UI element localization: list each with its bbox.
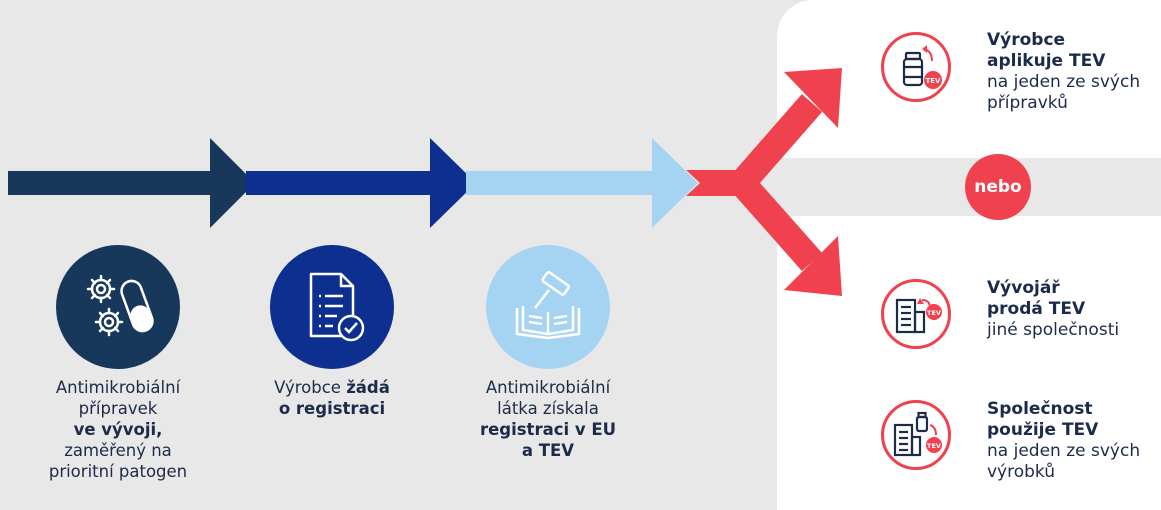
label-part: přípravek xyxy=(78,399,158,418)
outcome-sell-text: Vývojář prodá TEV jiné společnosti xyxy=(987,278,1161,341)
label-part-bold: a TEV xyxy=(521,441,575,460)
outcome-title-line: Společnost xyxy=(987,399,1093,419)
label-part-bold: žádá xyxy=(346,378,390,397)
label-line: přípravek xyxy=(18,398,218,419)
outcome-desc-line: jiné společnosti xyxy=(987,320,1120,340)
label-line: zaměřený na xyxy=(18,440,218,461)
outcome-title-line: Vývojář xyxy=(987,278,1060,298)
tev-badge: TEV xyxy=(927,309,941,317)
outcome-desc-line: na jeden ze svých xyxy=(987,441,1141,461)
building-tev-icon: TEV xyxy=(895,298,942,334)
label-line: a TEV xyxy=(448,440,648,461)
outcome-title-line: aplikuje TEV xyxy=(987,51,1106,71)
step-registration-label: Antimikrobiální látka získala registraci… xyxy=(448,377,648,461)
outcome-sell-icon: TEV xyxy=(881,279,951,349)
label-part-bold: ve vývoji, xyxy=(73,420,163,439)
step-development-icon xyxy=(56,245,180,369)
label-line: registraci v EU xyxy=(448,419,648,440)
label-line: prioritní patogen xyxy=(18,461,218,482)
bottle-tev-icon: TEV xyxy=(902,45,942,89)
label-part: Výrobce xyxy=(274,378,347,397)
outcome-desc-line: na jeden ze svých xyxy=(987,72,1141,92)
outcome-use-text: Společnost použije TEV na jeden ze svých… xyxy=(987,399,1161,483)
label-line: Antimikrobiální xyxy=(18,377,218,398)
gears-capsule-icon xyxy=(86,274,154,337)
label-line: o registraci xyxy=(232,398,432,419)
or-badge: nebo xyxy=(965,154,1031,220)
label-part: Antimikrobiální xyxy=(485,378,611,397)
arrow-registration xyxy=(466,138,698,228)
tev-badge: TEV xyxy=(927,442,941,450)
label-part: prioritní patogen xyxy=(48,462,188,481)
outcome-title-line: použije TEV xyxy=(987,420,1099,440)
label-part-bold: registraci v EU xyxy=(479,420,617,439)
outcome-desc-line: výrobků xyxy=(987,462,1056,482)
gavel-book-icon xyxy=(515,270,581,340)
label-line: látka získala xyxy=(448,398,648,419)
process-flow-arrows xyxy=(8,138,698,228)
label-part-bold: o registraci xyxy=(278,399,386,418)
building-bottle-tev-icon: TEV xyxy=(893,411,942,457)
outcome-desc-line: přípravků xyxy=(987,93,1068,113)
label-part: látka získala xyxy=(497,399,599,418)
arrow-development xyxy=(8,138,255,228)
document-check-icon xyxy=(309,272,365,342)
outcome-apply-icon: TEV xyxy=(881,32,951,102)
label-line: Výrobce žádá xyxy=(232,377,432,398)
split-arrow xyxy=(686,68,842,296)
tev-badge: TEV xyxy=(926,77,942,85)
step-application-icon xyxy=(270,245,394,369)
label-line: ve vývoji, xyxy=(18,419,218,440)
outcome-use-icon: TEV xyxy=(881,400,951,470)
split-arrow-head-top xyxy=(784,68,842,128)
outcome-apply-text: Výrobce aplikuje TEV na jeden ze svých p… xyxy=(987,30,1161,114)
outcomes-panel xyxy=(777,0,1161,510)
step-registration-icon xyxy=(486,245,610,369)
outcome-title-line: Výrobce xyxy=(987,30,1066,50)
step-development-label: Antimikrobiální přípravek ve vývoji, zam… xyxy=(18,377,218,482)
outcome-title-line: prodá TEV xyxy=(987,299,1086,319)
arrow-application xyxy=(246,138,476,228)
label-part: zaměřený na xyxy=(64,441,172,460)
step-application-label: Výrobce žádá o registraci xyxy=(232,377,432,419)
split-arrow-head-bottom xyxy=(784,236,842,296)
label-line: Antimikrobiální xyxy=(448,377,648,398)
split-arrow-stem xyxy=(686,170,748,196)
label-part: Antimikrobiální xyxy=(55,378,181,397)
